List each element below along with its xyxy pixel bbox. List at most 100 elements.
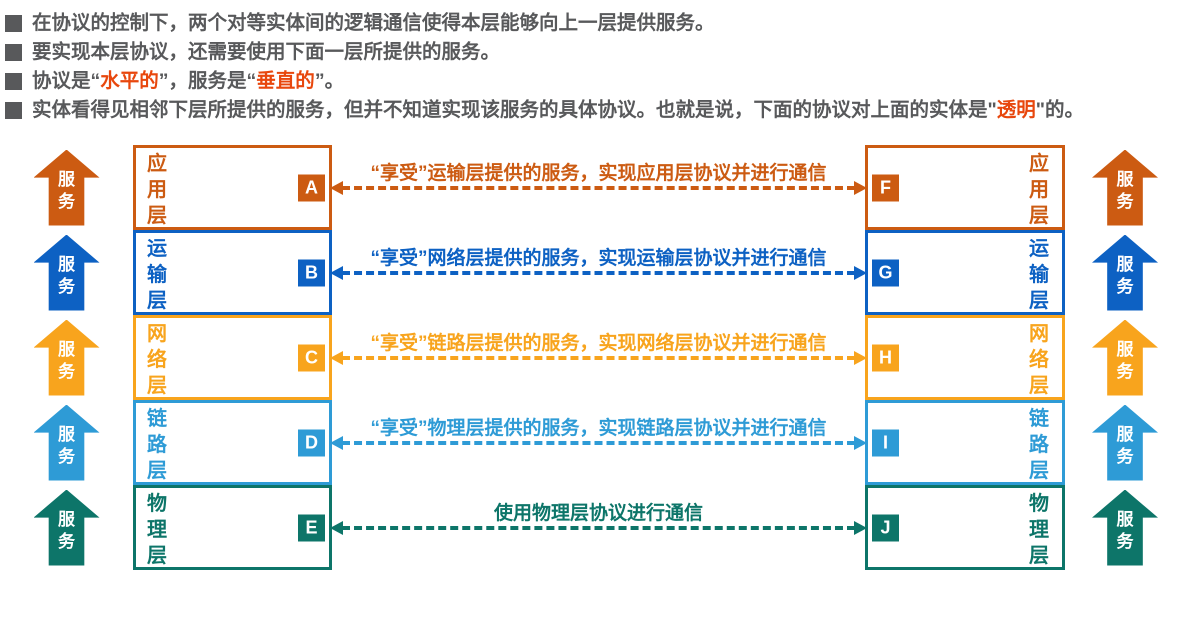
bullet-text-4: 实体看得见相邻下层所提供的服务，但并不知道实现该服务的具体协议。也就是说，下面的… bbox=[32, 96, 1177, 125]
bullet-text-4-post: "的。 bbox=[1035, 99, 1085, 121]
dashed-protocol-line bbox=[342, 356, 855, 360]
arrowhead-left-icon bbox=[330, 436, 343, 450]
left-layer-box-network: 网络层 C bbox=[133, 315, 332, 400]
bullet-text-1: 在协议的控制下，两个对等实体间的逻辑通信使得本层能够向上一层提供服务。 bbox=[32, 12, 715, 34]
arrowhead-right-icon bbox=[854, 181, 867, 195]
peer-link: “享受”链路层提供的服务，实现网络层协议并进行通信 bbox=[330, 315, 867, 400]
bullet-item-3: 协议是“水平的”，服务是“垂直的”。 bbox=[5, 67, 1177, 96]
layer-name: 物理层 bbox=[147, 493, 167, 567]
protocol-description: “享受”网络层提供的服务，实现运输层协议并进行通信 bbox=[370, 248, 827, 269]
arrowhead-right-icon bbox=[854, 436, 867, 450]
bullet-item-2: 要实现本层协议，还需要使用下面一层所提供的服务。 bbox=[5, 38, 1177, 67]
right-layer-box-link: I 链路层 bbox=[865, 400, 1065, 485]
dashed-protocol-line bbox=[342, 271, 855, 275]
left-layer-box-link: 链路层 D bbox=[133, 400, 332, 485]
service-arrow-label: 服务 bbox=[58, 424, 75, 466]
service-up-arrow: 服务 bbox=[1092, 149, 1158, 226]
arrowhead-right-icon bbox=[854, 521, 867, 535]
protocol-description: “享受”运输层提供的服务，实现应用层协议并进行通信 bbox=[370, 163, 827, 184]
service-up-arrow: 服务 bbox=[33, 489, 100, 566]
peer-link: “享受”网络层提供的服务，实现运输层协议并进行通信 bbox=[330, 230, 867, 315]
peer-link: 使用物理层协议进行通信 bbox=[330, 485, 867, 570]
bullet-square-icon bbox=[5, 102, 22, 119]
bullet-square-icon bbox=[5, 15, 22, 32]
left-layer-box-physical: 物理层 E bbox=[133, 485, 332, 570]
layer-name: 网络层 bbox=[147, 323, 167, 397]
sap-badge-C: C bbox=[298, 344, 325, 371]
bullet-square-icon bbox=[5, 73, 22, 90]
bullet-text-2: 要实现本层协议，还需要使用下面一层所提供的服务。 bbox=[32, 41, 501, 63]
service-arrow-label: 服务 bbox=[1116, 424, 1134, 466]
dashed-protocol-line bbox=[342, 441, 855, 445]
service-up-arrow: 服务 bbox=[33, 319, 100, 396]
bullet-text-3-post: ”。 bbox=[314, 70, 345, 92]
service-up-arrow: 服务 bbox=[1092, 319, 1158, 396]
layer-row-transport: 服务 运输层 B “享受”网络层提供的服务，实现运输层协议并进行通信 G 运输层… bbox=[0, 230, 1185, 315]
sap-badge-E: E bbox=[298, 514, 325, 541]
dashed-protocol-line bbox=[342, 526, 855, 530]
sap-badge-D: D bbox=[298, 429, 325, 456]
layer-row-link: 服务 链路层 D “享受”物理层提供的服务，实现链路层协议并进行通信 I 链路层… bbox=[0, 400, 1185, 485]
sap-badge-A: A bbox=[298, 174, 325, 201]
layer-name: 链路层 bbox=[147, 408, 167, 482]
layer-name: 运输层 bbox=[147, 238, 167, 312]
layer-name: 应用层 bbox=[1029, 153, 1049, 227]
sap-badge-F: F bbox=[872, 174, 899, 201]
service-arrow-label: 服务 bbox=[58, 254, 75, 296]
right-layer-box-application: F 应用层 bbox=[865, 145, 1065, 230]
arrowhead-left-icon bbox=[330, 351, 343, 365]
arrowhead-right-icon bbox=[854, 351, 867, 365]
dashed-protocol-line bbox=[342, 186, 855, 190]
service-up-arrow: 服务 bbox=[1092, 489, 1158, 566]
service-arrow-label: 服务 bbox=[1116, 254, 1134, 296]
layer-name: 网络层 bbox=[1029, 323, 1049, 397]
protocol-description: “享受”链路层提供的服务，实现网络层协议并进行通信 bbox=[370, 333, 827, 354]
service-arrow-label: 服务 bbox=[58, 509, 75, 551]
service-up-arrow: 服务 bbox=[33, 404, 100, 481]
arrowhead-left-icon bbox=[330, 181, 343, 195]
protocol-description: “享受”物理层提供的服务，实现链路层协议并进行通信 bbox=[370, 418, 827, 439]
service-up-arrow: 服务 bbox=[33, 149, 100, 226]
sap-badge-J: J bbox=[872, 514, 899, 541]
bullet-text-4-pre: 实体看得见相邻下层所提供的服务，但并不知道实现该服务的具体协议。也就是说，下面的… bbox=[32, 99, 997, 121]
right-layer-box-transport: G 运输层 bbox=[865, 230, 1065, 315]
right-layer-box-network: H 网络层 bbox=[865, 315, 1065, 400]
sap-badge-H: H bbox=[872, 344, 899, 371]
peer-link: “享受”物理层提供的服务，实现链路层协议并进行通信 bbox=[330, 400, 867, 485]
bullet-square-icon bbox=[5, 44, 22, 61]
bullet-text-3: 协议是“水平的”，服务是“垂直的”。 bbox=[32, 67, 1177, 96]
sap-badge-I: I bbox=[872, 429, 899, 456]
bullet-text-3-pre: 协议是“ bbox=[32, 70, 101, 92]
highlight-transparent: 透明 bbox=[996, 99, 1036, 121]
right-layer-box-physical: J 物理层 bbox=[865, 485, 1065, 570]
service-up-arrow: 服务 bbox=[1092, 234, 1158, 311]
sap-badge-B: B bbox=[298, 259, 325, 286]
layer-name: 运输层 bbox=[1029, 238, 1049, 312]
arrowhead-left-icon bbox=[330, 266, 343, 280]
layer-name: 链路层 bbox=[1029, 408, 1049, 482]
layer-name: 应用层 bbox=[147, 153, 167, 227]
bullet-item-1: 在协议的控制下，两个对等实体间的逻辑通信使得本层能够向上一层提供服务。 bbox=[5, 9, 1177, 38]
service-arrow-label: 服务 bbox=[1116, 339, 1134, 381]
arrowhead-right-icon bbox=[854, 266, 867, 280]
bullet-list: 在协议的控制下，两个对等实体间的逻辑通信使得本层能够向上一层提供服务。 要实现本… bbox=[0, 0, 1185, 125]
layer-name: 物理层 bbox=[1029, 493, 1049, 567]
arrowhead-left-icon bbox=[330, 521, 343, 535]
layer-row-network: 服务 网络层 C “享受”链路层提供的服务，实现网络层协议并进行通信 H 网络层… bbox=[0, 315, 1185, 400]
service-arrow-label: 服务 bbox=[1116, 509, 1134, 551]
left-layer-box-application: 应用层 A bbox=[133, 145, 332, 230]
service-arrow-label: 服务 bbox=[58, 339, 75, 381]
highlight-vertical: 垂直的 bbox=[256, 70, 315, 92]
layer-diagram: 服务 应用层 A “享受”运输层提供的服务，实现应用层协议并进行通信 F 应用层… bbox=[0, 145, 1185, 570]
service-arrow-label: 服务 bbox=[1116, 169, 1134, 211]
left-layer-box-transport: 运输层 B bbox=[133, 230, 332, 315]
service-arrow-label: 服务 bbox=[58, 169, 75, 211]
layer-row-application: 服务 应用层 A “享受”运输层提供的服务，实现应用层协议并进行通信 F 应用层… bbox=[0, 145, 1185, 230]
sap-badge-G: G bbox=[872, 259, 899, 286]
service-up-arrow: 服务 bbox=[1092, 404, 1158, 481]
layer-row-physical: 服务 物理层 E 使用物理层协议进行通信 J 物理层 服务 bbox=[0, 485, 1185, 570]
protocol-description: 使用物理层协议进行通信 bbox=[493, 503, 703, 524]
bullet-item-4: 实体看得见相邻下层所提供的服务，但并不知道实现该服务的具体协议。也就是说，下面的… bbox=[5, 96, 1177, 125]
highlight-horizontal: 水平的 bbox=[100, 70, 159, 92]
peer-link: “享受”运输层提供的服务，实现应用层协议并进行通信 bbox=[330, 145, 867, 230]
